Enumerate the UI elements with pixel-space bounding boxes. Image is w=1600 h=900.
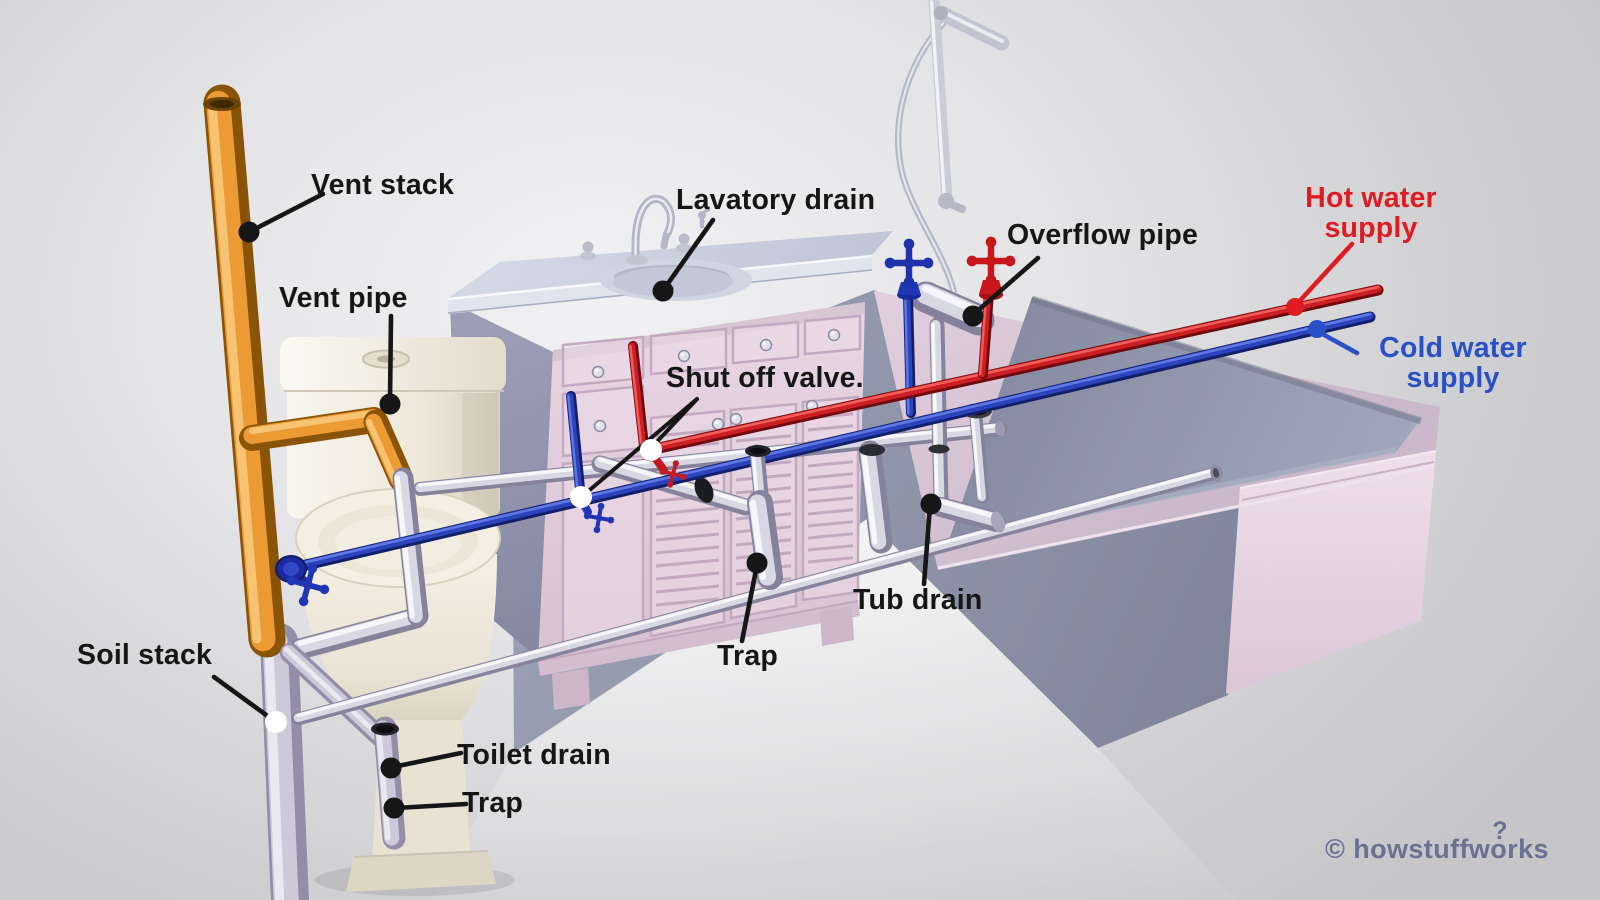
label-tub-drain: Tub drain xyxy=(853,584,983,616)
dot-cold-water xyxy=(1308,320,1326,338)
leader-trap-toilet xyxy=(393,801,469,811)
howstuffworks-watermark: © howstuffwo?rks xyxy=(1325,817,1549,865)
dot-tub-drain xyxy=(920,493,942,515)
drain-coupling xyxy=(694,477,714,503)
drawer-knob[interactable] xyxy=(677,349,691,363)
cold-water-pipes xyxy=(287,290,1376,574)
sink-faucet xyxy=(580,194,711,265)
leader-tub-drain xyxy=(921,503,933,587)
label-cold-water-supply: Cold water supply xyxy=(1352,333,1554,393)
floor-highlight xyxy=(430,519,1236,900)
label-shut-off-valve: Shut off valve. xyxy=(666,362,864,394)
dot-shutoff-hot xyxy=(640,439,662,461)
valve-handle[interactable] xyxy=(656,457,690,491)
label-vent-pipe: Vent pipe xyxy=(279,282,408,314)
dot-trap-sink xyxy=(746,552,768,574)
standpipe-rim xyxy=(859,444,885,456)
faucet-handle-right xyxy=(676,243,692,253)
dot-toilet-drain xyxy=(380,757,402,779)
shower-assembly xyxy=(894,0,1010,294)
overflow-coupling xyxy=(928,444,950,454)
leader-vent-pipe xyxy=(387,313,394,405)
dot-trap-toilet xyxy=(383,797,405,819)
dot-overflow-pipe xyxy=(962,305,984,327)
dot-shutoff-cold xyxy=(570,486,592,508)
drain-elbow-cap xyxy=(990,511,1006,533)
pipe-end-cap xyxy=(994,421,1006,437)
drawer-knob[interactable] xyxy=(591,365,605,379)
dot-vent-stack xyxy=(238,221,260,243)
dot-vent-pipe xyxy=(379,393,401,415)
watermark-suffix: rks xyxy=(1507,834,1549,864)
sink-trap-fittings xyxy=(745,445,771,457)
toilet-base xyxy=(346,850,496,892)
leader-vent-stack xyxy=(248,191,326,234)
leader-hot-water xyxy=(1292,241,1355,309)
label-hot-water-line2: supply xyxy=(1324,212,1418,244)
vanity-leg-right xyxy=(820,606,854,646)
leader-overflow-pipe xyxy=(971,255,1041,317)
label-trap-toilet: Trap xyxy=(462,787,523,819)
label-cold-water-line1: Cold water xyxy=(1379,332,1527,364)
drawer-knob[interactable] xyxy=(759,338,773,352)
label-soil-stack: Soil stack xyxy=(77,639,213,671)
vanity-base-molding xyxy=(538,600,860,676)
label-hot-water-supply: Hot water supply xyxy=(1270,183,1472,243)
valve-handle[interactable] xyxy=(966,236,1016,286)
label-hot-water-line1: Hot water xyxy=(1305,182,1437,214)
faucet-handle-left xyxy=(580,251,596,261)
label-toilet-drain: Toilet drain xyxy=(457,739,611,771)
label-trap-sink: Trap xyxy=(717,640,778,672)
dot-lavatory-drain xyxy=(652,280,674,302)
watermark-question-mark: ? xyxy=(1492,817,1508,845)
label-vent-stack: Vent stack xyxy=(311,169,454,201)
tub-end-panel xyxy=(1226,450,1436,694)
leader-soil-stack xyxy=(211,674,276,723)
dot-soil-stack xyxy=(265,711,287,733)
leader-lavatory-drain xyxy=(661,217,716,292)
label-cold-water-line2: supply xyxy=(1406,362,1500,394)
hot-water-pipes xyxy=(628,284,1384,456)
callouts xyxy=(211,191,1360,819)
leader-trap-sink xyxy=(739,562,760,644)
label-overflow-pipe: Overflow pipe xyxy=(1007,219,1199,251)
dot-hot-water xyxy=(1286,298,1304,316)
drawer-knob[interactable] xyxy=(711,417,725,431)
vanity-leg-left xyxy=(552,668,590,710)
shower-slide-bar xyxy=(928,0,953,206)
vanity-cabinet xyxy=(447,194,893,710)
drain-and-vent-pipes xyxy=(203,84,1223,900)
watermark-prefix: © howstuffw xyxy=(1325,834,1491,864)
drawer-knob[interactable] xyxy=(729,412,743,426)
valve-handle[interactable] xyxy=(281,558,334,611)
leader-toilet-drain xyxy=(390,750,464,770)
valve-handle[interactable] xyxy=(884,238,934,288)
label-lavatory-drain: Lavatory drain xyxy=(676,184,876,216)
drawer-knob[interactable] xyxy=(593,419,607,433)
valve-handle[interactable] xyxy=(581,500,617,536)
drawer-knob[interactable] xyxy=(827,328,841,342)
watermark-o: o xyxy=(1490,834,1508,864)
